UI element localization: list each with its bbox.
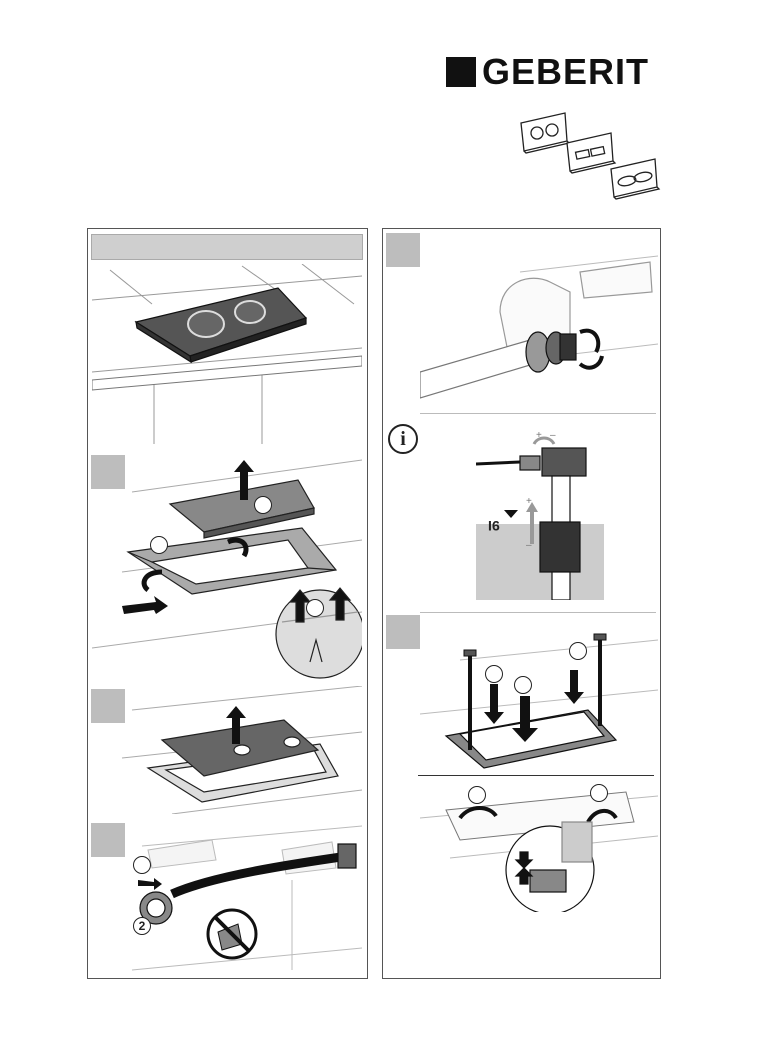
installed-plate-illustration [92,264,362,444]
threaded-rods [468,638,602,750]
insert-bolts-illustration [420,633,658,769]
adjust-minus-label: – [550,430,556,441]
divider-step [420,612,656,613]
callout-clip-left [468,786,486,804]
step-badge-right-2 [386,615,420,649]
callout-remove-panel [254,496,272,514]
connect-hose-illustration [131,825,362,971]
callout-bolt-c [569,642,587,660]
level-minus-label: – [526,540,532,551]
lift-inner-cover-illustration [121,686,362,814]
hose-fitting [337,843,357,869]
level-arrows [526,502,538,544]
logo-square-icon [446,57,476,87]
tighten-clips-illustration [420,791,658,912]
push-arrow-icon [138,878,162,890]
plate-oval-buttons [610,158,661,200]
step-badge-right-1 [386,233,420,267]
zoom-detail [505,821,595,912]
callout-nut: 2 [133,917,151,935]
frame-plate [444,709,618,769]
rotate-arrows-top [532,436,556,445]
arrow-up-icon [226,706,246,744]
divider-info [420,413,656,414]
step-badge-1 [91,455,125,489]
frame-box [126,527,338,595]
remove-cover-illustration [92,459,362,679]
slide-arrow-icon [122,596,168,614]
callout-bolt-a [485,665,503,683]
protective-cover [168,479,315,539]
level-marker [504,510,518,518]
fill-valve-level-illustration [476,436,604,600]
callout-rotate [150,536,168,554]
rotate-arrow-icon [141,537,249,592]
actuator-plate-dark [134,287,308,364]
cistern-body [147,839,337,875]
adjust-plus-label: + [536,430,542,441]
level-plus-label: + [526,496,532,507]
logo-text: GEBERIT [482,51,650,92]
callout-bolt-b [514,676,532,694]
left-column-header [91,234,363,260]
actuator-plates-illustration [520,112,661,200]
supply-pipe [420,339,541,399]
divider-sub [418,775,654,776]
open-valve-illustration [420,255,658,399]
frame-outline [445,791,635,841]
inner-cover-plate [160,719,320,777]
rod-caps [463,633,607,657]
step-badge-2 [91,689,125,723]
info-icon: i [388,424,418,454]
valve-nut [139,891,173,925]
level-label: 9I [488,518,500,534]
rotate-arrow-icon [578,328,604,370]
zoom-detail [275,587,362,679]
callout-connect [133,856,151,874]
plate-rect-buttons [566,132,617,174]
prohibited-tool-icon [206,908,258,960]
valve-body [525,331,577,373]
arrow-down-icon [484,670,584,742]
callout-zoom [306,599,324,617]
geberit-logo: GEBERIT [446,51,660,92]
plate-round-buttons [520,112,571,154]
rotate-arrow-icon [458,806,618,824]
arrow-up-icon [234,460,254,500]
braided-hose [170,851,349,899]
step-badge-3 [91,823,125,857]
fill-valve [476,447,587,600]
callout-clip-right [590,784,608,802]
